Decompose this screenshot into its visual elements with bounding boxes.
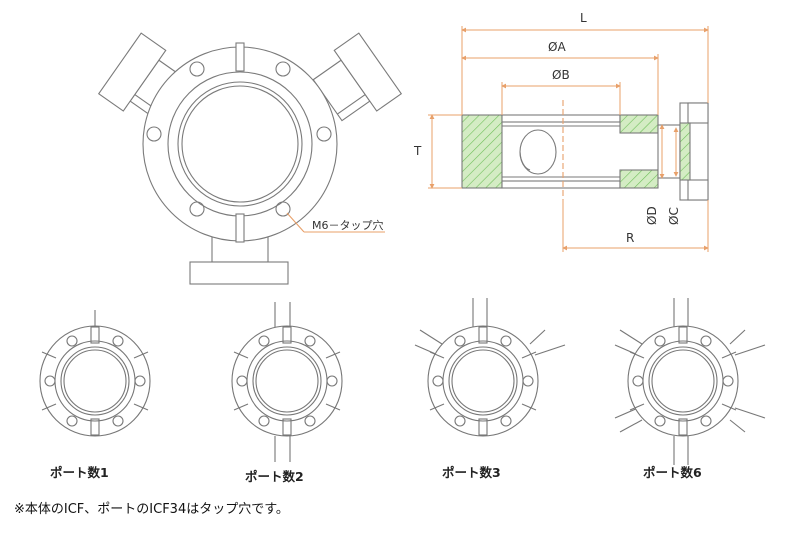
port-upper-right — [312, 32, 403, 122]
dim-L: L — [580, 11, 587, 25]
front-view — [97, 32, 403, 285]
bolt-hole — [189, 201, 205, 217]
port-label-6: ポート数6 — [643, 465, 702, 480]
port-label-1: ポート数1 — [50, 465, 109, 480]
bolt-hole — [146, 126, 162, 142]
footnote: ※本体のICF、ポートのICF34はタップ穴です。 — [14, 502, 289, 517]
bolt-hole — [275, 61, 291, 77]
main-flange — [142, 46, 338, 242]
bolt-hole — [189, 61, 205, 77]
dim-phiC: ØC — [667, 207, 681, 225]
dim-phiB: ØB — [552, 68, 570, 82]
dim-phiA: ØA — [548, 40, 566, 54]
tap-hole-label: M6－タップ穴 — [312, 218, 384, 232]
bolt-hole — [275, 201, 291, 217]
dim-phiD: ØD — [645, 206, 659, 225]
port-label-3: ポート数3 — [442, 465, 501, 480]
dim-R: R — [626, 231, 634, 245]
port-variant-2 — [231, 302, 343, 462]
port-variant-6 — [614, 298, 766, 465]
port-label-2: ポート数2 — [245, 469, 304, 484]
bolt-hole — [316, 126, 332, 142]
dimensions — [428, 26, 709, 252]
dim-T: T — [413, 144, 422, 158]
port-variant-3 — [414, 298, 566, 437]
port-variant-1 — [39, 310, 151, 437]
section-view — [461, 100, 709, 201]
